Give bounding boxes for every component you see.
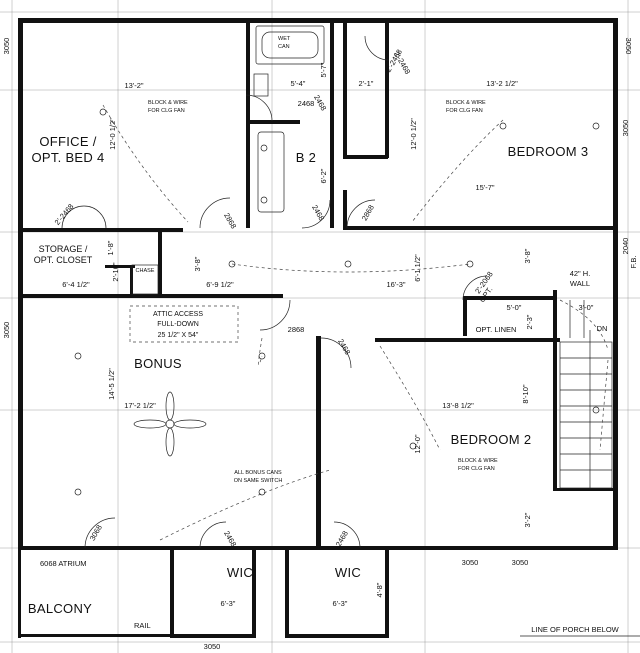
dim-stair-small: 3'-0" [579, 303, 594, 312]
dim-wic-right-depth: 4'-8" [375, 582, 384, 597]
door-label-12: 2468 [222, 529, 238, 548]
window-bottom-3: 3050 [204, 642, 221, 651]
room-bonus: BONUS [134, 356, 182, 371]
window-right-upper: 3050 [621, 120, 630, 137]
dim-bonus-depth: 14'-5 1/2" [107, 368, 116, 400]
window-top-right: 3050 [624, 38, 633, 55]
room-balcony: BALCONY [28, 601, 92, 616]
dim-office-depth: 12'-0 1/2" [108, 118, 117, 150]
fixtures [129, 25, 613, 489]
bathtub [255, 25, 325, 65]
window-bottom-2: 3050 [512, 558, 529, 567]
door-swings [61, 35, 488, 549]
dim-bed3-width: 13'-2 1/2" [486, 79, 518, 88]
note-attic-3: 25 1/2" X 54" [158, 332, 199, 339]
door-label-13: 2468 [334, 529, 350, 548]
dim-storage-height: 1'-8" [106, 240, 115, 255]
note-fan-bed3-1: BLOCK & WIRE [446, 100, 486, 106]
ceiling-fan-icon [133, 391, 207, 457]
note-rail: RAIL [134, 621, 151, 630]
dim-bonus-width: 17'-2 1/2" [124, 401, 156, 410]
vanity [253, 73, 269, 97]
note-bonus-cans-1: ALL BONUS CANS [234, 470, 282, 476]
dim-hall-right: 3'-8" [523, 248, 532, 263]
door-label-4: 2868 [222, 211, 238, 230]
dim-storage-width: 6'-4 1/2" [62, 280, 90, 289]
room-bedroom3: BEDROOM 3 [508, 144, 589, 159]
room-bath: B 2 [296, 150, 316, 165]
room-storage-line2: OPT. CLOSET [34, 255, 93, 265]
note-porch: LINE OF PORCH BELOW [531, 625, 619, 634]
dim-bed3-depth: 12'-0 1/2" [409, 118, 418, 150]
door-label-6: 2868 [360, 203, 376, 222]
window-left-mid: 3050 [2, 322, 11, 339]
door-label-8: 2868 [288, 325, 305, 334]
note-attic-2: FULL-DOWN [157, 321, 199, 328]
stairs [559, 330, 613, 489]
note-fan-office-1: BLOCK & WIRE [148, 100, 188, 106]
dim-bath-width: 5'-4" [291, 79, 306, 88]
window-right-edge: F.B. [629, 256, 638, 269]
note-atrium: 6068 ATRIUM [40, 559, 87, 568]
room-opt-linen: OPT. LINEN [476, 325, 517, 334]
door-label-3: 2468 [310, 203, 326, 222]
room-wic-right: WIC [335, 565, 361, 580]
electrical-runs [102, 104, 609, 541]
note-wet-can-2: CAN [278, 44, 290, 50]
note-wet-can-1: WET [278, 36, 291, 42]
door-label-2: 2468 [312, 93, 328, 112]
window-right-mid: 2040 [621, 238, 630, 255]
window-bottom-1: 3050 [462, 558, 479, 567]
room-bedroom2: BEDROOM 2 [451, 432, 532, 447]
dim-bed2-width: 13'-8 1/2" [442, 401, 474, 410]
room-wic-left: WIC [227, 565, 253, 580]
note-stair-dn: DN [597, 324, 608, 333]
dim-linen-depth: 2'-3" [525, 314, 534, 329]
toilet [257, 131, 285, 213]
dim-bath-depth: 6'-2" [319, 168, 328, 183]
dim-bed2-depth: 12'-0" [413, 434, 422, 453]
walls [18, 18, 618, 638]
note-chase: CHASE [136, 268, 155, 274]
dim-hall-2-10: 2'-10" [111, 262, 120, 281]
dim-hall-small: 3'-8" [193, 256, 202, 271]
door-label-5: 2468 [298, 99, 315, 108]
door-label-9: 2468 [336, 337, 352, 356]
dim-bath-wall: 5'-7" [319, 62, 328, 77]
dim-bed2-right: 8'-10" [521, 384, 530, 403]
dim-hall-depth: 6'-1 1/2" [413, 254, 422, 282]
dim-office-width: 13'-2" [124, 81, 143, 90]
dim-hall-width: 6'-9 1/2" [206, 280, 234, 289]
door-label-1: 2'-2468 [53, 202, 76, 227]
note-fan-bed3-2: FOR CLG FAN [446, 108, 483, 114]
note-fan-office-2: FOR CLG FAN [148, 108, 185, 114]
dim-linen-width: 5'-0" [507, 303, 522, 312]
note-bonus-cans-2: ON SAME SWITCH [234, 478, 283, 484]
attic-access-box [129, 305, 239, 343]
note-fan-bed2-1: BLOCK & WIRE [458, 458, 498, 464]
dim-wic-left-width: 6'-3" [221, 599, 236, 608]
dim-bed3-lower: 15'-7" [475, 183, 494, 192]
door-label-11: 3068 [88, 523, 104, 542]
room-storage-line1: STORAGE / [39, 244, 88, 254]
note-wall-1: 42" H. [570, 269, 591, 278]
dim-bed2-small: 3'-2" [523, 512, 532, 527]
window-top-left: 3050 [2, 38, 11, 55]
note-attic-1: ATTIC ACCESS [153, 311, 203, 318]
room-office-line1: OFFICE / [39, 134, 96, 149]
note-fan-bed2-2: FOR CLG FAN [458, 466, 495, 472]
dim-wic-right-width: 6'-3" [333, 599, 348, 608]
room-office-line2: OPT. BED 4 [31, 150, 104, 165]
light-fixtures [74, 108, 600, 496]
dim-bath-small: 2'-1" [359, 79, 374, 88]
dim-hall-main: 16'-3" [386, 280, 405, 289]
note-wall-2: WALL [570, 279, 590, 288]
